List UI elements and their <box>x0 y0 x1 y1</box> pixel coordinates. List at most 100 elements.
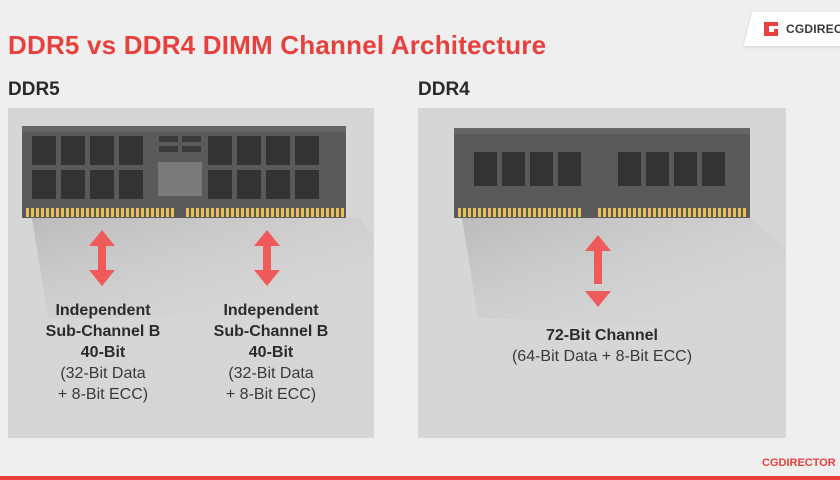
gold-contact <box>336 208 339 217</box>
ddr5-panel: Independent Sub-Channel B 40-Bit (32-Bit… <box>8 108 374 438</box>
gold-contact <box>161 208 164 217</box>
gold-contact <box>191 208 194 217</box>
gold-contact <box>171 208 174 217</box>
gold-contact <box>131 208 134 217</box>
memory-chip <box>702 152 725 186</box>
memory-chip <box>237 170 261 199</box>
gold-contact <box>101 208 104 217</box>
gold-contact <box>246 208 249 217</box>
gold-contact <box>728 208 731 217</box>
gold-contact <box>86 208 89 217</box>
memory-chip <box>295 170 319 199</box>
memory-chip <box>32 136 56 165</box>
ddr4-panel: 72-Bit Channel (64-Bit Data + 8-Bit ECC) <box>418 108 786 438</box>
gold-contact <box>341 208 344 217</box>
gold-contact <box>236 208 239 217</box>
gold-contact <box>321 208 324 217</box>
sub-channel-a-arrow <box>89 230 115 286</box>
gold-contact <box>231 208 234 217</box>
gold-contact <box>26 208 29 217</box>
memory-chip <box>646 152 669 186</box>
gold-contact <box>271 208 274 217</box>
gold-contact <box>186 208 189 217</box>
gold-contact <box>573 208 576 217</box>
gold-contact <box>533 208 536 217</box>
gold-contact <box>206 208 209 217</box>
gold-contact <box>281 208 284 217</box>
gold-contact <box>241 208 244 217</box>
gold-contact <box>126 208 129 217</box>
gold-contact <box>668 208 671 217</box>
gold-contact <box>166 208 169 217</box>
ddr4-memory-chips <box>474 152 725 186</box>
gold-contact <box>653 208 656 217</box>
gold-contact <box>553 208 556 217</box>
memory-chip <box>237 136 261 165</box>
gold-contact <box>56 208 59 217</box>
memory-chip <box>530 152 553 186</box>
memory-chip <box>208 170 232 199</box>
gold-contact <box>301 208 304 217</box>
gold-contact <box>658 208 661 217</box>
gold-contact <box>498 208 501 217</box>
gold-contact <box>568 208 571 217</box>
gold-contact <box>251 208 254 217</box>
gold-contact <box>51 208 54 217</box>
gold-contact <box>458 208 461 217</box>
gold-contact <box>146 208 149 217</box>
gold-contact <box>61 208 64 217</box>
gold-contact <box>91 208 94 217</box>
gold-contact <box>266 208 269 217</box>
gold-contact <box>678 208 681 217</box>
gold-contact <box>643 208 646 217</box>
gold-contact <box>598 208 601 217</box>
gold-contact <box>261 208 264 217</box>
gold-contact <box>463 208 466 217</box>
gold-contact <box>36 208 39 217</box>
gold-contact <box>548 208 551 217</box>
cgdirector-logo-icon <box>764 22 778 36</box>
gold-contact <box>478 208 481 217</box>
memory-chip <box>61 136 85 165</box>
gold-contact <box>41 208 44 217</box>
memory-chip <box>90 170 114 199</box>
gold-contact <box>311 208 314 217</box>
gold-contact <box>513 208 516 217</box>
gold-contact <box>141 208 144 217</box>
gold-contact <box>618 208 621 217</box>
ddr4-label: DDR4 <box>418 79 470 100</box>
gold-contact <box>503 208 506 217</box>
gold-contact <box>538 208 541 217</box>
memory-chip <box>208 136 232 165</box>
brand-logo: CGDIRECTOR <box>760 18 840 40</box>
gold-contact <box>216 208 219 217</box>
gold-contact <box>96 208 99 217</box>
gold-contact <box>306 208 309 217</box>
memory-chip <box>618 152 641 186</box>
gold-contact <box>613 208 616 217</box>
gold-contact <box>66 208 69 217</box>
gold-contact <box>326 208 329 217</box>
gold-contact <box>276 208 279 217</box>
gold-contact <box>703 208 706 217</box>
gold-contact <box>136 208 139 217</box>
ddr5-gold-contacts <box>26 208 344 217</box>
gold-contact <box>663 208 666 217</box>
gold-contact <box>608 208 611 217</box>
gold-contact <box>468 208 471 217</box>
brand-name: CGDIRECTOR <box>786 22 840 36</box>
gold-contact <box>523 208 526 217</box>
channel-arrow <box>585 235 611 307</box>
memory-chip <box>502 152 525 186</box>
memory-chip <box>119 170 143 199</box>
ddr5-dimm-diagram <box>22 126 374 318</box>
gold-contact <box>633 208 636 217</box>
gold-contact <box>743 208 746 217</box>
gold-contact <box>316 208 319 217</box>
gold-contact <box>578 208 581 217</box>
memory-chip <box>266 136 290 165</box>
gold-contact <box>718 208 721 217</box>
memory-chip <box>61 170 85 199</box>
gold-contact <box>628 208 631 217</box>
gold-contact <box>286 208 289 217</box>
